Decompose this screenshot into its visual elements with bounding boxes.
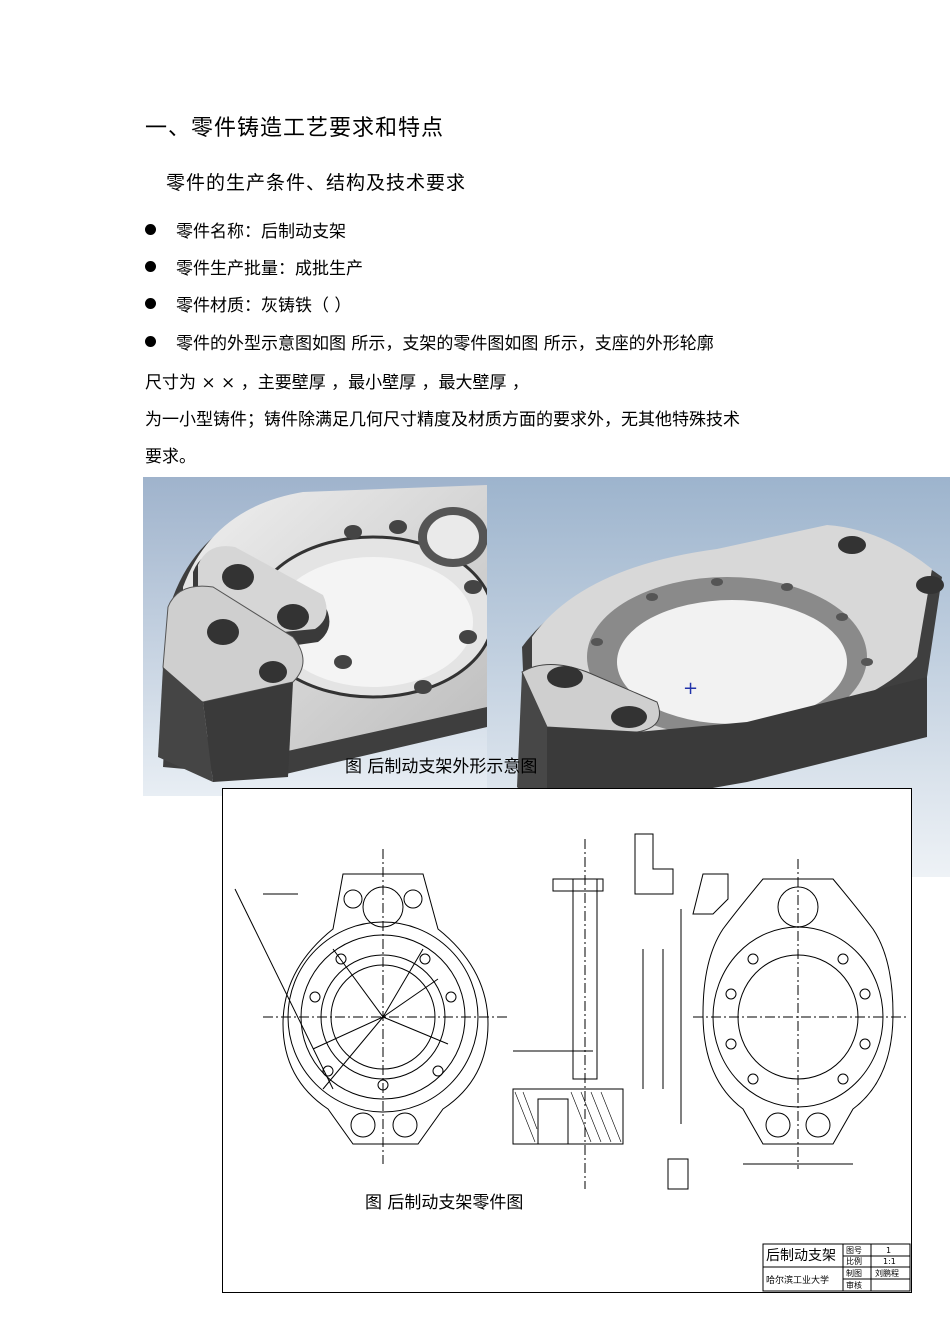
paragraph-line-3: 为一小型铸件；铸件除满足几何尺寸精度及材质方面的要求外，无其他特殊技术 bbox=[145, 410, 740, 430]
figure-2-caption: 图 后制动支架零件图 bbox=[365, 1193, 524, 1213]
figure-1-caption: 图 后制动支架外形示意图 bbox=[345, 757, 538, 777]
paragraph-line-4: 要求。 bbox=[145, 447, 196, 467]
bullet-item: 零件名称：后制动支架 bbox=[145, 217, 346, 242]
bullet-text: 零件生产批量：成批生产 bbox=[176, 259, 363, 279]
bracket-render-left bbox=[143, 477, 487, 796]
title-block-drawn-value: 刘鹏程 bbox=[875, 1268, 899, 1278]
paragraph-line-2: 尺寸为 × × ，主要壁厚 ，最小壁厚 ，最大壁厚 ， bbox=[145, 373, 529, 393]
part-drawing: 后制动支架 哈尔滨工业大学 图号 1 比例 1:1 制图 刘鹏程 审核 bbox=[222, 788, 912, 1293]
bullet-item: 零件材质：灰铸铁（ ） bbox=[145, 291, 351, 316]
title-block-scale-value: 1:1 bbox=[883, 1257, 896, 1266]
bullet-dot-icon bbox=[145, 224, 156, 235]
paragraph-line-1: 零件的外型示意图如图 所示，支架的零件图如图 所示，支座的外形轮廓 bbox=[176, 334, 714, 354]
title-block-drawn-label: 制图 bbox=[846, 1268, 862, 1278]
bullet-dot-icon bbox=[145, 261, 156, 272]
title-block-school: 哈尔滨工业大学 bbox=[766, 1274, 829, 1286]
bullet-item: 零件生产批量：成批生产 bbox=[145, 254, 363, 279]
title-block-drawing-no-label: 图号 bbox=[846, 1246, 862, 1255]
title-block-checked-label: 审核 bbox=[846, 1280, 862, 1290]
bullet-dot-icon bbox=[145, 336, 156, 347]
bullet-text: 零件材质：灰铸铁（ ） bbox=[176, 296, 352, 316]
subsection-title: 零件的生产条件、结构及技术要求 bbox=[166, 172, 467, 194]
title-block-scale-label: 比例 bbox=[846, 1256, 862, 1266]
bullet-item: 零件的外型示意图如图 所示，支架的零件图如图 所示，支座的外形轮廓 bbox=[145, 329, 714, 354]
title-block-part-name: 后制动支架 bbox=[766, 1248, 836, 1264]
svg-text:+: + bbox=[683, 678, 698, 699]
title-block-drawing-no-value: 1 bbox=[886, 1246, 891, 1255]
bullet-text: 零件名称：后制动支架 bbox=[176, 222, 346, 242]
bullet-dot-icon bbox=[145, 298, 156, 309]
section-title: 一、零件铸造工艺要求和特点 bbox=[145, 116, 445, 141]
drawing-canvas: 后制动支架 哈尔滨工业大学 图号 1 比例 1:1 制图 刘鹏程 审核 bbox=[234, 833, 911, 1292]
